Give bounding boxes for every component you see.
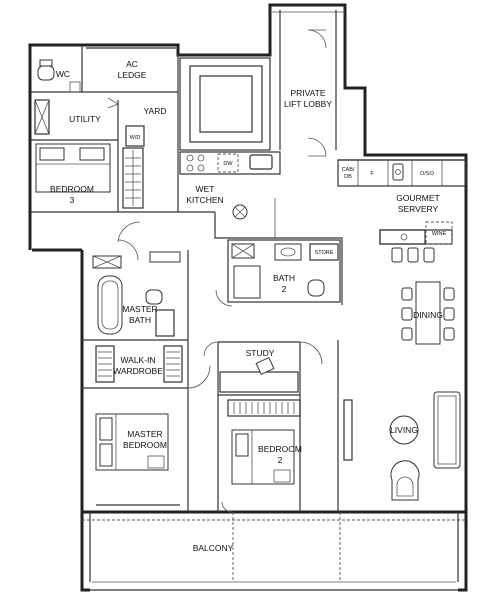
servery-zone [337,159,467,263]
wine-fridge [425,221,453,245]
tv-console [343,399,353,461]
living-zone [337,340,461,512]
service-zone [30,45,179,213]
washer-dryer [125,125,145,147]
master-toilet-icon [145,289,163,305]
label-store: STORE [315,250,334,256]
label-lift-lobby-2: LIFT LOBBY [284,99,332,109]
wardrobe-right [163,345,183,383]
label-wd: W/D [130,135,141,141]
wine-cooler-icon [392,163,404,181]
label-utility: UTILITY [69,114,101,124]
walkin-wardrobe-zone [82,345,188,389]
label-yard: YARD [144,106,167,116]
master-shower [155,309,175,337]
label-bath2-2: 2 [282,284,287,294]
label-master-bedroom-2: BEDROOM [123,440,167,450]
label-study: STUDY [246,348,275,358]
label-servery-2: SERVERY [398,204,439,214]
label-living: LIVING [390,425,418,435]
bedroom-2-zone [227,399,301,485]
kitchen-sink [249,154,273,170]
dining-table-icon [415,281,441,345]
sofa-icon [433,391,461,469]
servery-counter [337,159,467,187]
lift-core [179,10,345,157]
label-lift-lobby-1: PRIVATE [290,88,325,98]
label-cab-db-2: DB [344,174,352,180]
label-dw: DW [223,161,233,167]
label-wine: WINE [432,231,447,237]
room-labels: WC AC LEDGE YARD UTILITY BEDROOM 3 WET K… [50,59,443,553]
label-bedroom2-1: BEDROOM [258,444,302,454]
label-wet-kitchen-1: WET [196,184,215,194]
bath2-toilet-icon [307,279,325,297]
dining-zone [401,281,455,345]
label-bedroom2-2: 2 [278,455,283,465]
bedroom-3-zone [35,143,111,193]
label-master-bath-1: MASTER [122,304,157,314]
label-bath2-1: BATH [273,273,295,283]
coffee-table-icon [389,415,419,445]
label-wardrobe-1: WALK-IN [120,355,155,365]
bath2-basin [274,243,302,261]
wet-kitchen-zone [117,151,343,305]
label-master-bath-2: BATH [129,315,151,325]
label-bedroom3-2: 3 [70,195,75,205]
master-bath-zone [82,239,189,512]
armchair-icon [390,460,420,501]
wardrobe-left [95,345,115,383]
dishwasher [217,153,239,173]
label-bedroom3-1: BEDROOM [50,184,94,194]
label-master-bedroom-1: MASTER [127,429,162,439]
label-cab-db-1: CAB/ [342,167,355,173]
label-balcony: BALCONY [193,543,234,553]
study-chair [255,356,275,376]
bath-2-zone [215,239,341,307]
bathtub-icon [97,275,123,335]
balcony-zone [89,512,459,582]
master-bedroom-zone [95,365,233,513]
study-desk [219,371,299,393]
label-oven: O/SO [420,171,434,177]
label-ac-ledge-2: LEDGE [118,70,147,80]
study-zone [203,341,323,512]
shower-area [233,265,261,299]
label-servery-1: GOURMET [396,193,439,203]
label-dining: DINING [413,310,443,320]
fixture-labels: W/D DW STORE CAB/ DB F O/SO WINE [130,135,447,256]
label-ac-ledge-1: AC [126,59,138,69]
store-cupboard [309,243,339,261]
toilet-icon [37,65,55,81]
utility-cabinet [34,99,50,135]
bedroom2-wardrobe [227,399,301,417]
label-fridge: F [370,171,374,177]
label-wardrobe-2: WARDROBE [113,366,163,376]
label-wc: WC [56,69,70,79]
label-wet-kitchen-2: KITCHEN [186,195,223,205]
